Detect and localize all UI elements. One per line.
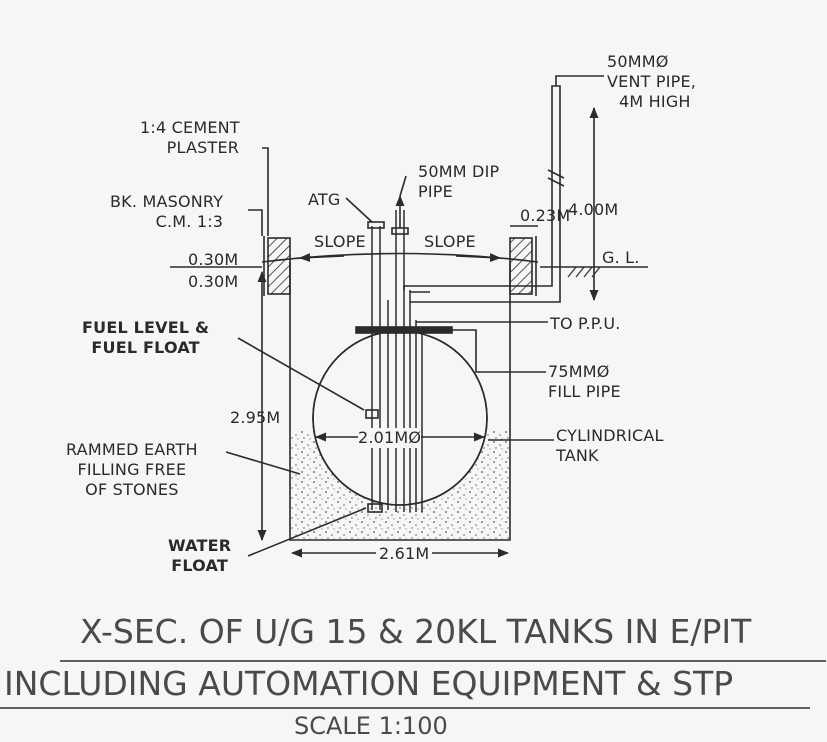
water-float-line-1: WATER — [168, 536, 232, 555]
fill-pipe-line-2: FILL PIPE — [548, 382, 621, 401]
drawing-scale: SCALE 1:100 — [294, 712, 448, 740]
label-bk-masonry: BK. MASONRY C.M. 1:3 — [110, 192, 223, 232]
leader-vent — [555, 75, 604, 86]
cyl-tank-line-1: CYLINDRICAL — [556, 426, 664, 445]
label-dim-201: 2.01MØ — [358, 428, 422, 448]
bk-masonry-line-1: BK. MASONRY — [110, 192, 224, 211]
label-dim-030-bottom: 0.30M — [188, 272, 239, 291]
label-cement-plaster: 1:4 CEMENT PLASTER — [140, 118, 240, 158]
leader-water-float — [247, 507, 367, 557]
label-fuel-level: FUEL LEVEL & FUEL FLOAT — [82, 318, 209, 358]
water-float — [367, 503, 383, 513]
fuel-level-line-1: FUEL LEVEL & — [82, 318, 210, 337]
label-dim-400: 4.00M — [568, 200, 619, 219]
label-rammed-earth: RAMMED EARTH FILLING FREE OF STONES — [66, 440, 198, 500]
right-masonry-wall — [509, 237, 533, 295]
dip-pipe-line-2: PIPE — [418, 182, 453, 201]
vent-pipe-line-1: 50MMØ — [607, 52, 669, 71]
vent-pipe-line-3: 4M HIGH — [619, 92, 691, 111]
leader-rammed — [225, 451, 301, 475]
fill-pipe-line-1: 75MMØ — [548, 362, 610, 381]
dip-pipe-line-1: 50MM DIP — [418, 162, 500, 181]
water-float-line-2: FLOAT — [171, 556, 228, 575]
label-atg: ATG — [308, 190, 341, 209]
leader-fill-pipe — [440, 329, 546, 373]
label-dim-261: 2.61M — [376, 544, 433, 564]
cement-plaster-line-2: PLASTER — [166, 138, 240, 157]
leader-cement-plaster — [262, 147, 269, 236]
label-dim-030-top: 0.30M — [188, 250, 239, 269]
label-gl: G. L. — [602, 248, 640, 267]
drawing-title-line-2: INCLUDING AUTOMATION EQUIPMENT & STP — [4, 664, 734, 703]
cyl-tank-line-2: TANK — [556, 446, 599, 465]
rammed-line-2: FILLING FREE — [77, 460, 187, 479]
vent-pipe-line-2: VENT PIPE, — [607, 72, 697, 91]
cylindrical-tank — [312, 330, 488, 506]
leader-dip-pipe — [399, 175, 407, 197]
label-slope-right: SLOPE — [424, 232, 476, 251]
fuel-level-line-2: FUEL FLOAT — [91, 338, 200, 357]
pit-slab — [261, 252, 539, 263]
cement-plaster-line-1: 1:4 CEMENT — [140, 118, 240, 137]
left-masonry-wall — [267, 237, 291, 295]
drawing-title-line-1: X-SEC. OF U/G 15 & 20KL TANKS IN E/PIT — [80, 612, 752, 651]
rammed-line-1: RAMMED EARTH — [66, 440, 198, 459]
leader-atg — [345, 197, 373, 223]
label-dim-023: 0.23M — [520, 206, 571, 225]
label-vent-pipe: 50MMØ VENT PIPE, 4M HIGH — [607, 52, 696, 112]
label-dim-295: 2.95M — [230, 408, 281, 427]
slope-arrow-left — [298, 253, 345, 263]
label-slope-left: SLOPE — [314, 232, 366, 251]
slope-arrow-right — [455, 253, 502, 263]
label-fill-pipe: 75MMØ FILL PIPE — [548, 362, 621, 402]
leader-bk-masonry — [248, 209, 263, 236]
vent-pipe — [403, 85, 561, 303]
label-water-float: WATER FLOAT — [168, 536, 231, 576]
ground-hatch — [567, 266, 601, 278]
leader-fuel-level — [237, 337, 365, 411]
label-cylindrical-tank: CYLINDRICAL TANK — [556, 426, 664, 466]
label-to-ppu: TO P.P.U. — [550, 314, 621, 333]
pipe-bundle — [371, 210, 423, 512]
fuel-float — [365, 409, 379, 419]
label-dip-pipe: 50MM DIP PIPE — [418, 162, 499, 202]
bk-masonry-line-2: C.M. 1:3 — [155, 212, 224, 231]
rammed-line-3: OF STONES — [85, 480, 179, 499]
